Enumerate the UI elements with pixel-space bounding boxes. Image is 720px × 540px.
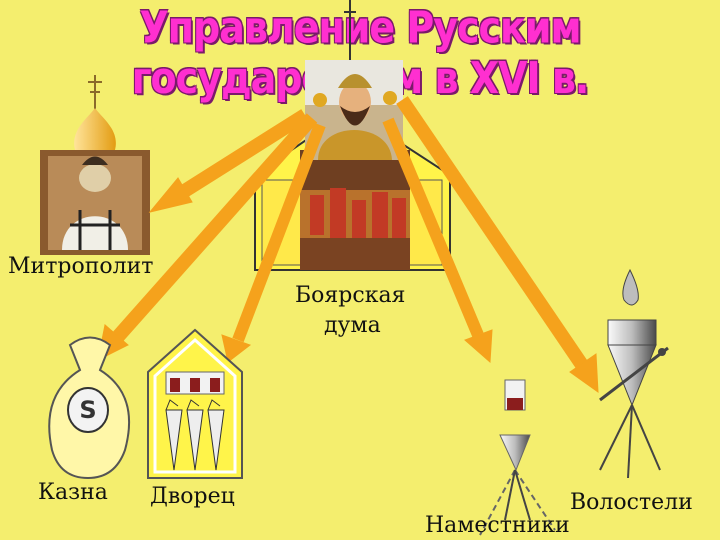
tsar-portrait [305,0,403,160]
governors-icon [479,379,556,536]
boyar-duma-label-line2: дума [324,313,381,338]
treasury-sack-icon [48,336,131,480]
arrow-to-governors [382,117,493,364]
arrow-to-volost-chiefs [396,96,599,394]
metropolitan-icon [40,75,150,255]
metropolitan-label: Митрополит [8,254,154,279]
volost-chiefs-label: Волостели [570,490,693,515]
treasury-symbol: S [79,396,96,424]
governors-label: Наместники [425,513,570,538]
volost-chiefs-icon [599,268,669,479]
arrows [97,96,599,394]
palace-icon [147,328,243,479]
boyar-duma-building [254,108,451,271]
palace-label: Дворец [150,484,235,509]
treasury-label: Казна [38,480,108,505]
arrow-to-palace [221,122,326,363]
boyar-duma-label-line1: Боярская [295,283,406,308]
arrow-to-metropolitan [148,109,309,213]
